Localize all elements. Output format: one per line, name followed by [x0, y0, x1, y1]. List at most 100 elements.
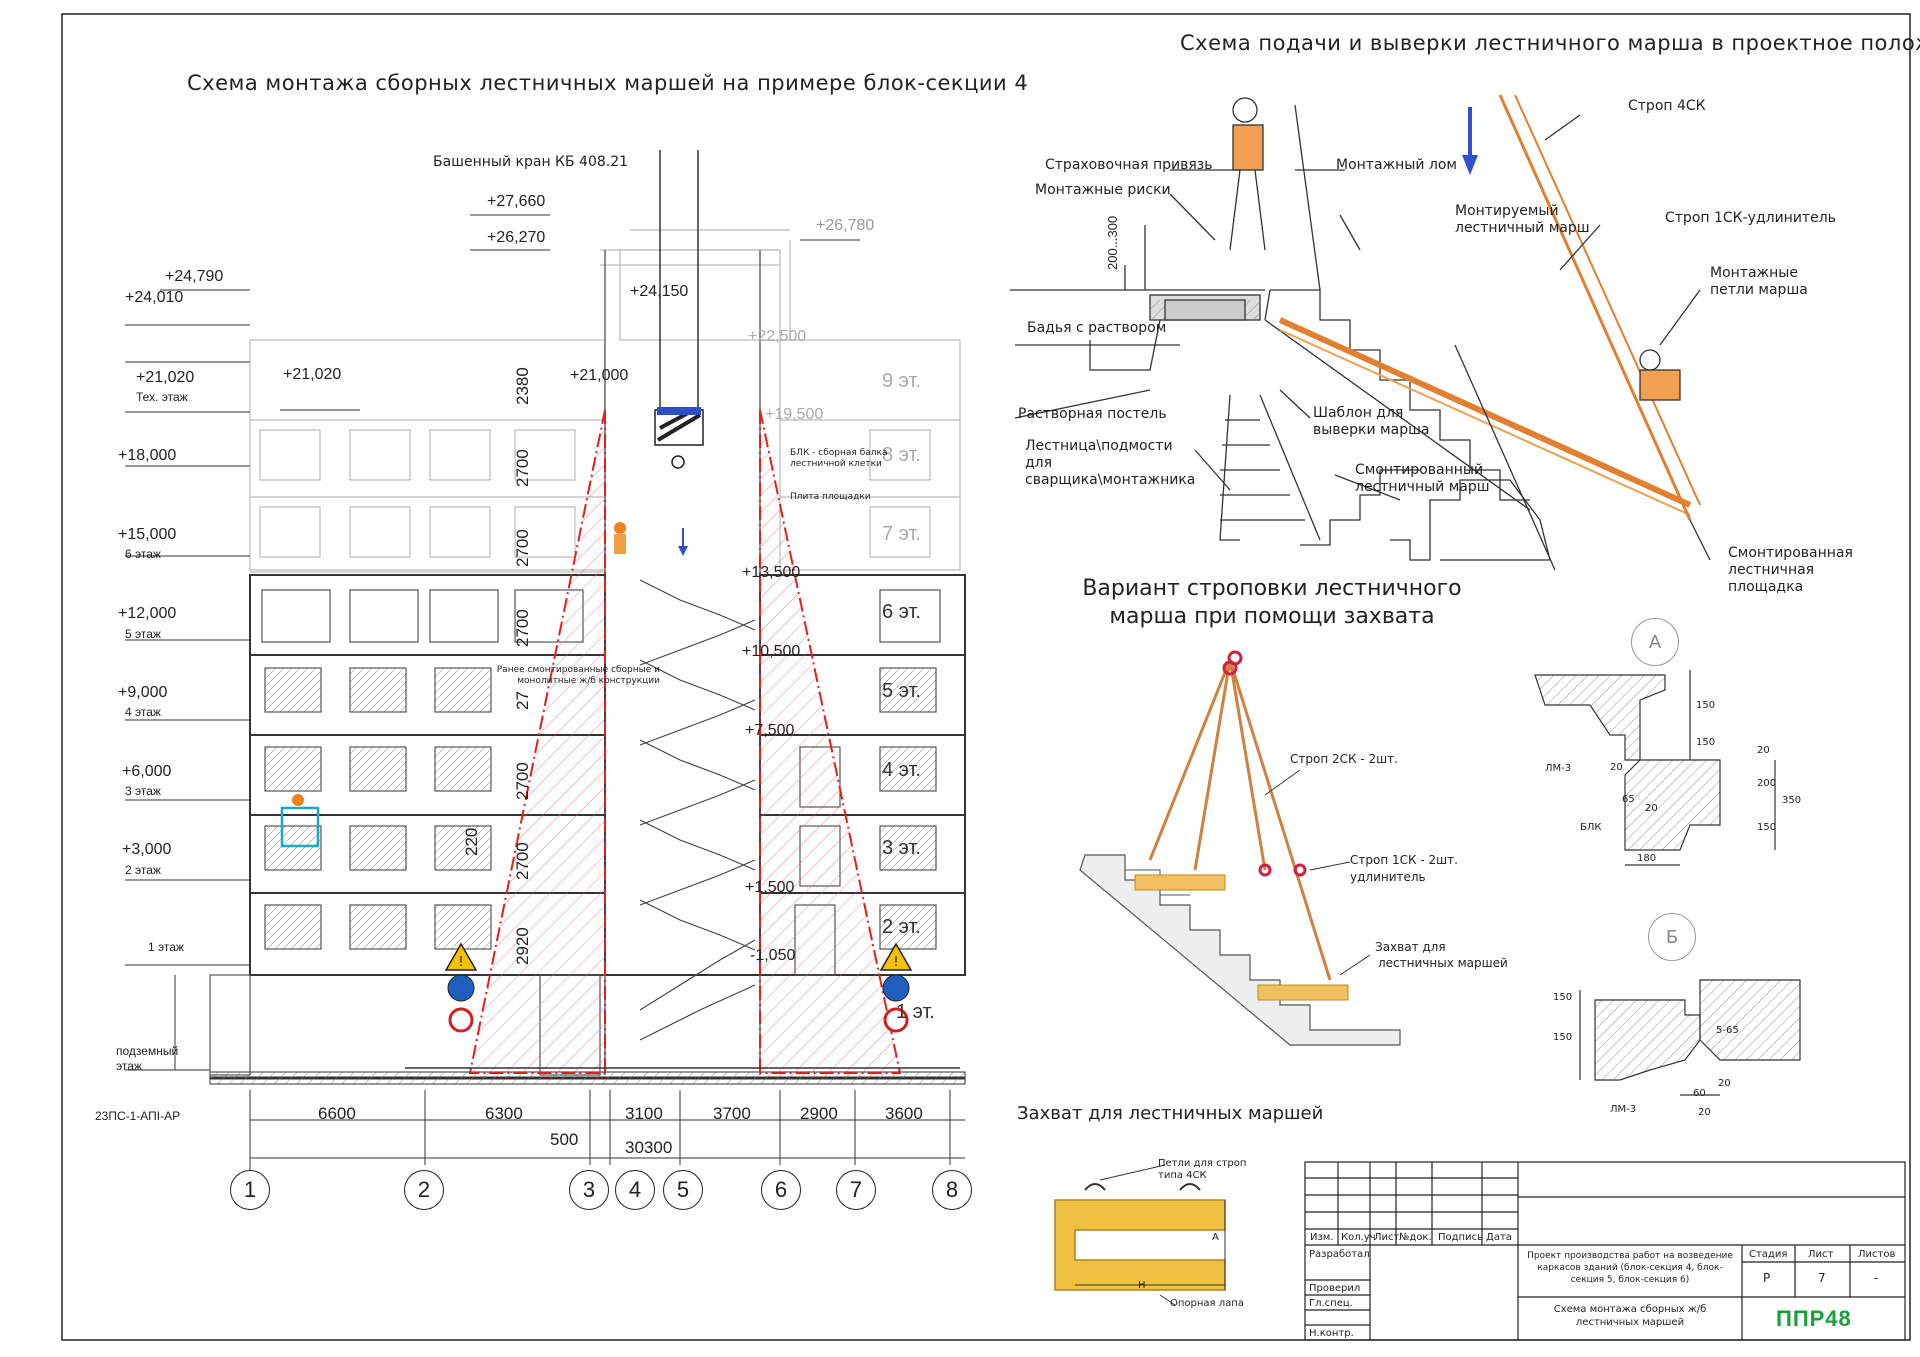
label-template: Шаблон для выверки марша	[1313, 405, 1430, 438]
tb-sheets: -	[1874, 1271, 1879, 1285]
height-2700-a: 2700	[513, 449, 532, 487]
label-lom: Монтажный лом	[1336, 157, 1457, 173]
tb-h-kol: Кол.уч	[1341, 1232, 1376, 1243]
tb-role-developer: Разработал	[1309, 1249, 1370, 1260]
dim-3100: 3100	[625, 1104, 663, 1123]
elev-minus-1050: -1,050	[750, 947, 796, 964]
label-range: 200...300	[1105, 215, 1120, 270]
axis-6: 6	[761, 1170, 801, 1210]
elev-1500: +1,500	[745, 879, 795, 896]
elev-6000: +6,000	[122, 763, 172, 780]
label-mounted-flight: Монтируемый лестничный марш	[1455, 203, 1590, 236]
sling-label-grip-a: Захват для	[1375, 940, 1446, 954]
right-title: Схема подачи и выверки лестничного марша…	[1180, 31, 1920, 55]
grip-drawing	[1054, 1164, 1226, 1306]
label-strop-4sk: Строп 4СК	[1628, 98, 1706, 114]
label-marks: Монтажные риски	[1035, 182, 1171, 198]
elev-21000: +21,000	[570, 367, 629, 384]
elev-24790: +24,790	[165, 268, 224, 285]
detail-a-dim-8: 20	[1645, 803, 1658, 814]
height-2700-d: 2700	[513, 762, 532, 800]
title-block-lines	[1304, 1161, 1906, 1341]
elev-24150: +24,150	[630, 283, 689, 300]
dim-500: 500	[550, 1130, 579, 1149]
tb-h-sign: Подпись	[1438, 1232, 1483, 1243]
elev-3000: +3,000	[122, 841, 172, 858]
floor-3-label: 3 этаж	[125, 784, 161, 798]
height-2700-c: 2700	[513, 609, 532, 647]
sling-grip-scheme	[1079, 650, 1401, 1046]
elev-19500: +19,500	[765, 406, 824, 423]
detail-lm3-b: ЛМ-3	[1610, 1104, 1637, 1115]
floor-6-label: 6 этаж	[125, 547, 161, 561]
floor-mark-7: 7 эт.	[882, 523, 921, 545]
axis-8: 8	[932, 1170, 972, 1210]
warning-sign-right: !	[879, 942, 913, 1033]
tb-h-date: Дата	[1486, 1232, 1512, 1243]
dim-6300: 6300	[485, 1104, 523, 1123]
floor-mark-1: 1 эт.	[896, 1001, 935, 1023]
dim-6600: 6600	[318, 1104, 356, 1123]
height-2920: 2920	[513, 927, 532, 965]
floor-mark-5: 5 эт.	[882, 680, 921, 702]
detail-a-dim-7: 65	[1622, 794, 1635, 805]
detail-a	[1534, 670, 1776, 866]
elev-10500: +10,500	[742, 643, 801, 660]
tb-project: Проект производства работ на возведение …	[1527, 1251, 1733, 1285]
tb-role-chief: Гл.спец.	[1309, 1298, 1353, 1309]
svg-text:!: !	[893, 955, 898, 970]
axis-2: 2	[404, 1170, 444, 1210]
detail-b-dim-0: 150	[1553, 992, 1573, 1003]
height-27: 27	[513, 691, 532, 710]
basement-label: подземный этаж	[116, 1044, 179, 1073]
tb-sheets-header: Листов	[1858, 1249, 1896, 1260]
sling-label-2sk: Строп 2СК - 2шт.	[1290, 752, 1398, 766]
stair-note-blk: БЛК - сборная балка лестничной клетки	[790, 448, 888, 469]
detail-lm3-a: ЛМ-3	[1545, 763, 1572, 774]
tech-floor-label: Тех. этаж	[136, 390, 188, 404]
dim-30300: 30300	[625, 1138, 673, 1157]
label-bucket: Бадья с раствором	[1027, 320, 1167, 336]
detail-a-dim-2: 20	[1757, 745, 1770, 756]
label-done-flight: Смонтированный лестничный марш	[1355, 462, 1490, 495]
sling-label-ext: удлинитель	[1350, 870, 1426, 884]
sheet-frame	[61, 13, 1911, 1341]
label-strop-1sk: Строп 1СК-удлинитель	[1665, 210, 1836, 226]
tb-sheet-header: Лист	[1808, 1249, 1834, 1260]
detail-b	[1579, 979, 1801, 1096]
building-section	[209, 150, 966, 1085]
elev-26270: +26,270	[487, 229, 546, 246]
elev-21020-mid: +21,020	[283, 366, 342, 383]
grip-a: А	[1212, 1232, 1219, 1243]
detail-b-dim-5: 20	[1698, 1107, 1711, 1118]
flight-install-scheme	[1010, 94, 1711, 571]
elev-9000: +9,000	[118, 684, 168, 701]
tb-sheet: 7	[1818, 1271, 1826, 1285]
detail-a-dim-1: 150	[1696, 737, 1716, 748]
detail-a-dim-6: 150	[1757, 822, 1777, 833]
dimension-lines	[249, 1090, 965, 1170]
floor-mark-2: 2 эт.	[882, 916, 921, 938]
floor-2-label: 2 этаж	[125, 863, 161, 877]
left-title: Схема монтажа сборных лестничных маршей …	[187, 71, 1029, 95]
detail-a-dim-0: 150	[1696, 700, 1716, 711]
sling-label-1sk: Строп 1СК - 2шт.	[1350, 853, 1458, 867]
company-logo: ППР48	[1776, 1306, 1852, 1331]
label-harness: Страховочная привязь	[1045, 157, 1213, 173]
height-2700-b: 2700	[513, 529, 532, 567]
label-mortar-bed: Растворная постель	[1018, 406, 1167, 422]
elev-27660: +27,660	[487, 193, 546, 210]
elev-24010: +24,010	[125, 289, 184, 306]
detail-b-dim-1: 150	[1553, 1032, 1573, 1043]
axis-5: 5	[663, 1170, 703, 1210]
stair-note-plate: Плита площадки	[790, 492, 871, 502]
detail-a-dim-4: 200	[1757, 778, 1777, 789]
stair-worker	[614, 522, 626, 554]
tb-role-norm: Н.контр.	[1309, 1328, 1354, 1339]
floor-mark-9: 9 эт.	[882, 370, 921, 392]
floor-1-label: 1 этаж	[148, 940, 184, 954]
work-cradle	[280, 794, 320, 848]
height-2380: 2380	[513, 367, 532, 405]
elevation-leaders	[125, 214, 860, 1071]
